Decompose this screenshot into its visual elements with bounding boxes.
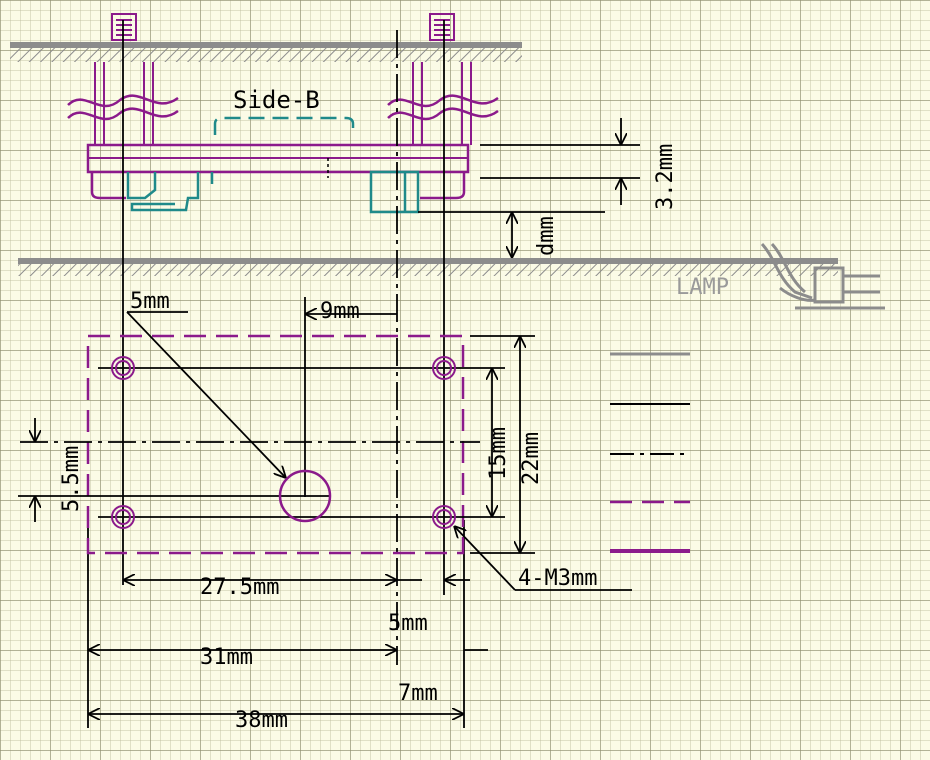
lamp-label: LAMP [676, 275, 729, 300]
dim-holes-leader [454, 526, 632, 591]
lamp-icon [760, 242, 885, 310]
dim-22-label: 22mm [519, 432, 544, 485]
lamp-surface [18, 258, 838, 276]
dim-d-label: dmm [534, 216, 559, 256]
dim-31-label: 31mm [200, 645, 253, 670]
side-b-label: Side-B [233, 86, 320, 114]
hole-bottom-right [432, 505, 456, 529]
pcb-side-view [86, 143, 470, 200]
horizontal-center-lines [18, 367, 505, 518]
dim-holes-label: 4-M3mm [518, 566, 597, 591]
dim-5-leader [126, 311, 286, 478]
hole-top-right [432, 356, 456, 380]
hole-bottom-left [111, 505, 135, 529]
dim-7-label: 7mm [398, 681, 438, 706]
dim-5-5-label: 5.5mm [59, 446, 84, 512]
connector-right [369, 170, 420, 214]
dim-38-label: 38mm [235, 708, 288, 733]
dim-3-2-label: 3.2mm [653, 144, 678, 210]
connector-left [126, 172, 214, 212]
dim-15-label: 15mm [486, 427, 511, 480]
dim-27-5-label: 27.5mm [200, 575, 279, 600]
line-style-legend [610, 352, 690, 553]
mounting-holes [111, 356, 456, 529]
dim-5-bottom-label: 5mm [388, 611, 428, 636]
break-lines [67, 94, 499, 121]
board-outline [86, 334, 465, 555]
hole-top-left [111, 356, 135, 380]
dim-3-2 [480, 118, 640, 205]
screw-right [412, 13, 472, 145]
dim-9-label: 9mm [320, 299, 360, 324]
side-b-outline: Side-B [213, 86, 355, 135]
dim-5-top-label: 5mm [130, 289, 170, 314]
top-mounting-surface [10, 42, 522, 62]
vertical-center-lines [87, 20, 465, 728]
dim-d [418, 211, 605, 258]
lamp-hole [278, 469, 332, 523]
screw-left [94, 13, 154, 145]
